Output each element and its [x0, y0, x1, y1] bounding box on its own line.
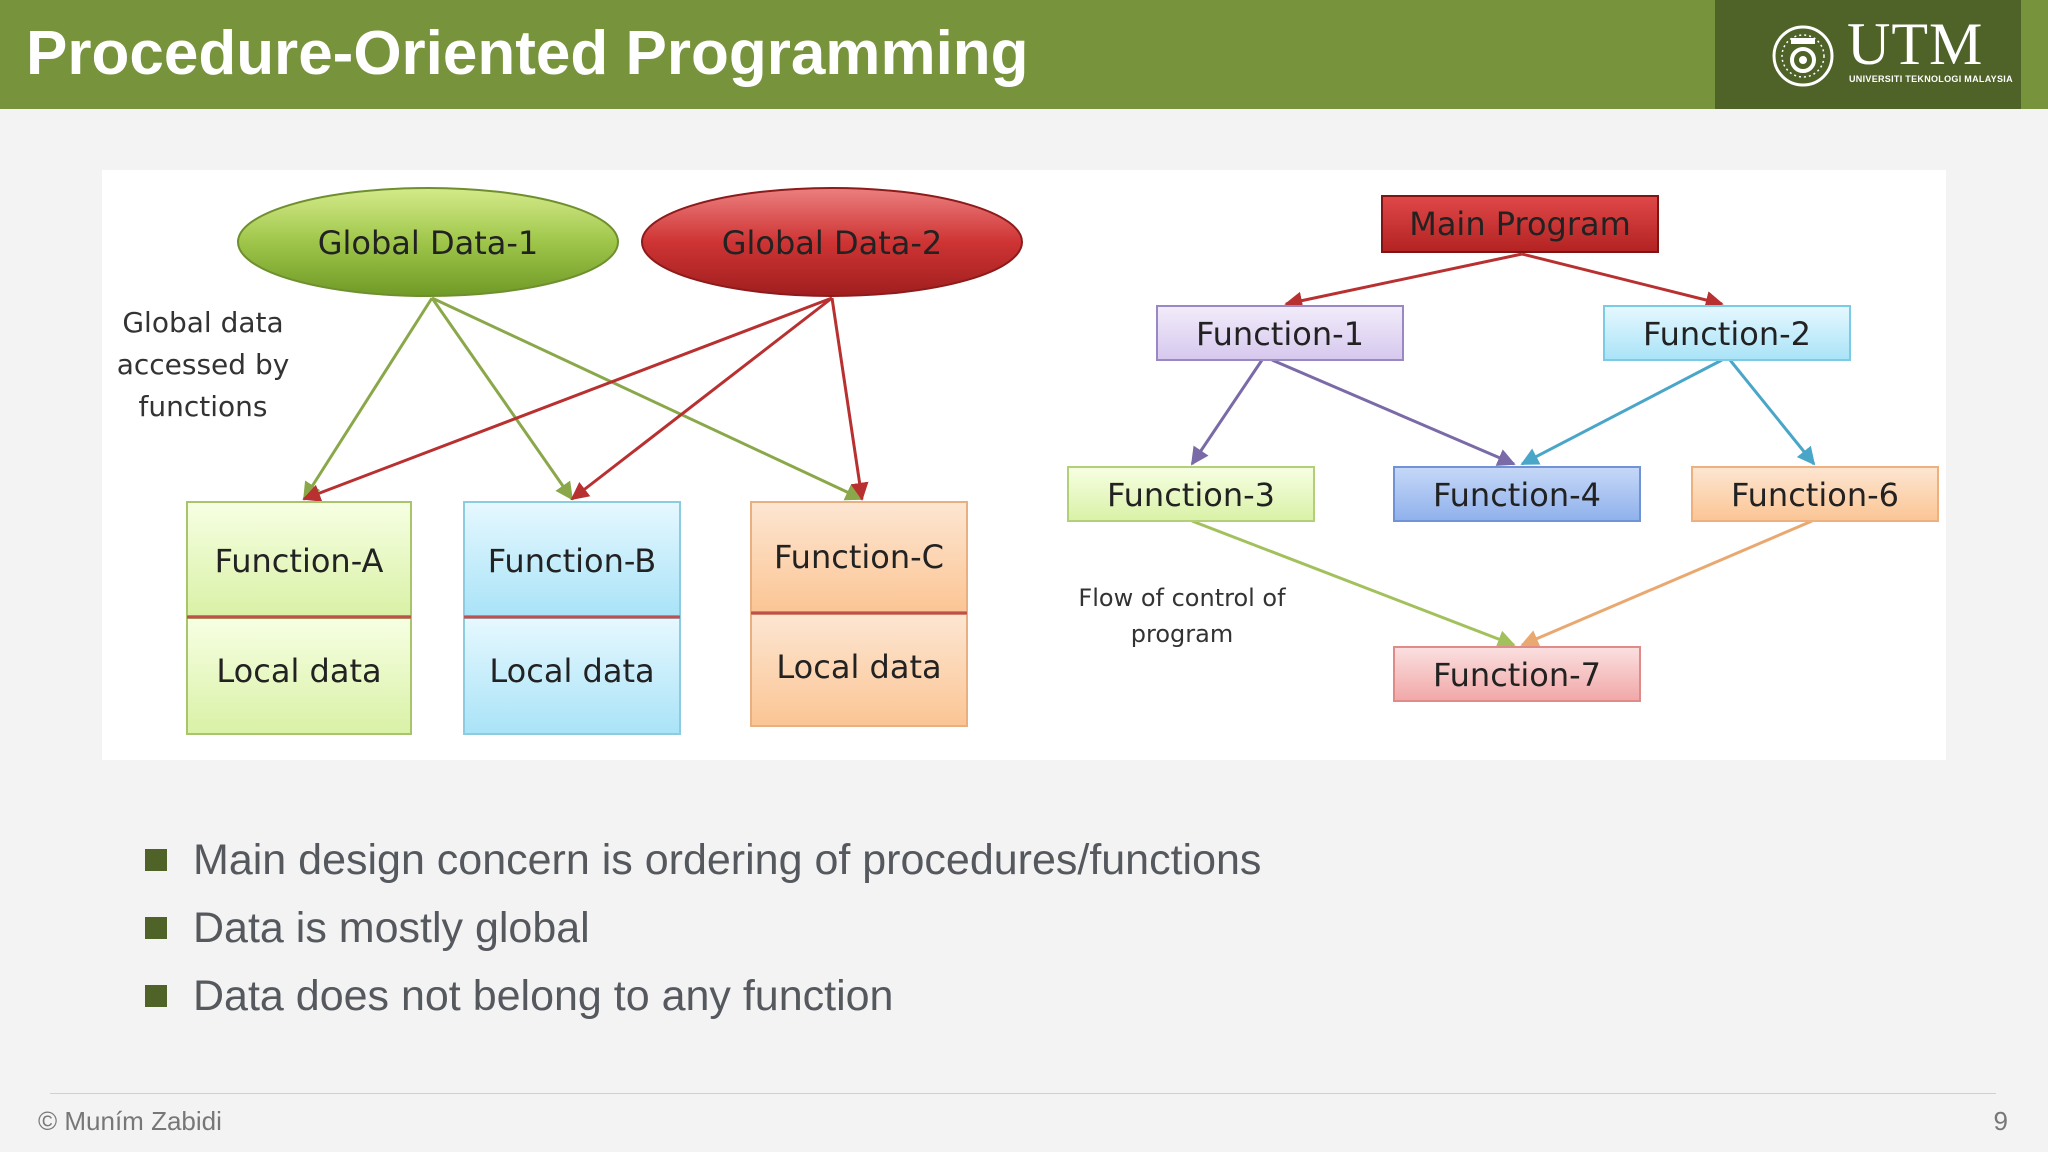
function-a-local-data: Local data: [216, 652, 381, 690]
function-b-label: Function-B: [488, 542, 656, 580]
function-3-label: Function-3: [1107, 476, 1275, 514]
bullet-item: Data is mostly global: [145, 894, 1261, 962]
function-3-box: Function-3: [1067, 466, 1315, 522]
bullet-square-icon: [145, 849, 167, 871]
function-4-box: Function-4: [1393, 466, 1641, 522]
control-flow-note-line-2: program: [1131, 620, 1233, 648]
bullet-text: Main design concern is ordering of proce…: [193, 836, 1262, 884]
bullet-text: Data does not belong to any function: [193, 972, 894, 1020]
bullet-square-icon: [145, 917, 167, 939]
bullet-text: Data is mostly global: [193, 904, 590, 952]
function-b-local-data: Local data: [489, 652, 654, 690]
global-data-note-line-1: Global data: [122, 306, 283, 339]
logo-text: UTM: [1847, 11, 1984, 77]
function-a-box: Function-A Local data: [186, 501, 412, 735]
function-a-label: Function-A: [215, 542, 384, 580]
footer-divider: [50, 1093, 1996, 1094]
function-1-label: Function-1: [1196, 315, 1364, 353]
global-data-note-line-2: accessed by: [117, 348, 290, 381]
function-7-box: Function-7: [1393, 646, 1641, 702]
function-1-box: Function-1: [1156, 305, 1404, 361]
function-c-label: Function-C: [774, 538, 944, 576]
function-c-local-data: Local data: [776, 648, 941, 686]
control-flow-note: Flow of control of program: [1078, 584, 1286, 648]
control-flow-arrows: [1190, 252, 1816, 648]
control-flow-note-line-1: Flow of control of: [1078, 584, 1286, 612]
main-program-label: Main Program: [1409, 205, 1631, 243]
utm-logo: UTM UNIVERSITI TEKNOLOGI MALAYSIA: [1715, 0, 2021, 109]
utm-crest-icon: [1772, 25, 1834, 87]
global-data-note-line-3: functions: [139, 390, 268, 423]
function-c-box: Function-C Local data: [750, 501, 968, 727]
bullet-item: Main design concern is ordering of proce…: [145, 826, 1261, 894]
function-6-box: Function-6: [1691, 466, 1939, 522]
poop-figure: Global Data-1 Global Data-2 Global data …: [102, 170, 1946, 760]
global-data-2-label: Global Data-2: [722, 224, 943, 262]
footer-copyright: © Muním Zabidi: [38, 1106, 222, 1136]
global-data-1-label: Global Data-1: [318, 224, 539, 262]
function-b-box: Function-B Local data: [463, 501, 681, 735]
global-data-2: Global Data-2: [641, 187, 1023, 297]
function-6-label: Function-6: [1731, 476, 1899, 514]
bullet-list: Main design concern is ordering of proce…: [145, 826, 1261, 1030]
global-data-note: Global data accessed by functions: [117, 306, 290, 423]
slide-title: Procedure-Oriented Programming: [26, 19, 1029, 88]
main-program-box: Main Program: [1381, 195, 1659, 253]
bullet-item: Data does not belong to any function: [145, 962, 1261, 1030]
global-data-1: Global Data-1: [237, 187, 619, 297]
global-data-1-arrows: [302, 296, 864, 501]
global-data-2-arrows: [302, 296, 869, 502]
function-2-label: Function-2: [1643, 315, 1811, 353]
function-2-box: Function-2: [1603, 305, 1851, 361]
function-7-label: Function-7: [1433, 656, 1601, 694]
bullet-square-icon: [145, 985, 167, 1007]
slide-header: Procedure-Oriented Programming UTM UNIVE…: [0, 0, 2048, 109]
page-number: 9: [1993, 1106, 2008, 1136]
function-4-label: Function-4: [1433, 476, 1601, 514]
logo-subtitle: UNIVERSITI TEKNOLOGI MALAYSIA: [1849, 74, 2013, 84]
